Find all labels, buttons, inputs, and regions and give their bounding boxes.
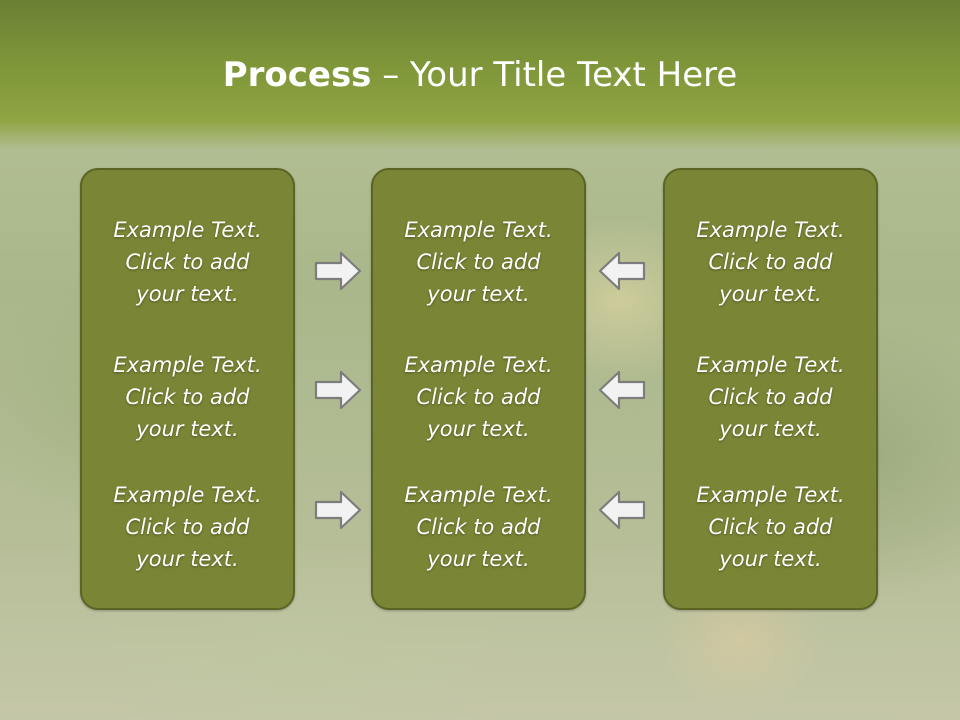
- line-3: your text.: [427, 417, 530, 441]
- line-2: Click to add: [125, 250, 250, 274]
- text-block[interactable]: Example Text. Click to add your text.: [373, 214, 584, 310]
- line-1: Example Text.: [113, 218, 262, 242]
- line-3: your text.: [427, 282, 530, 306]
- center-process-box[interactable]: Example Text. Click to add your text. Ex…: [371, 168, 586, 610]
- line-2: Click to add: [416, 515, 541, 539]
- title-bar: [0, 0, 960, 150]
- right-process-box[interactable]: Example Text. Click to add your text. Ex…: [663, 168, 878, 610]
- line-1: Example Text.: [696, 218, 845, 242]
- line-2: Click to add: [416, 385, 541, 409]
- line-2: Click to add: [125, 385, 250, 409]
- line-1: Example Text.: [696, 353, 845, 377]
- line-1: Example Text.: [113, 353, 262, 377]
- line-3: your text.: [719, 417, 822, 441]
- line-1: Example Text.: [404, 218, 553, 242]
- right-arrow-icon: [314, 490, 362, 530]
- line-2: Click to add: [708, 515, 833, 539]
- text-block[interactable]: Example Text. Click to add your text.: [665, 349, 876, 445]
- text-block[interactable]: Example Text. Click to add your text.: [373, 349, 584, 445]
- line-3: your text.: [136, 547, 239, 571]
- line-2: Click to add: [416, 250, 541, 274]
- line-1: Example Text.: [113, 483, 262, 507]
- line-1: Example Text.: [696, 483, 845, 507]
- text-block[interactable]: Example Text. Click to add your text.: [665, 214, 876, 310]
- text-block[interactable]: Example Text. Click to add your text.: [665, 479, 876, 575]
- right-arrow-icon: [314, 370, 362, 410]
- line-3: your text.: [719, 547, 822, 571]
- title-bold: Process: [222, 55, 372, 95]
- line-3: your text.: [427, 547, 530, 571]
- text-block[interactable]: Example Text. Click to add your text.: [82, 349, 293, 445]
- line-1: Example Text.: [404, 353, 553, 377]
- line-3: your text.: [719, 282, 822, 306]
- line-1: Example Text.: [404, 483, 553, 507]
- right-arrow-icon: [314, 251, 362, 291]
- line-2: Click to add: [125, 515, 250, 539]
- line-2: Click to add: [708, 250, 833, 274]
- text-block[interactable]: Example Text. Click to add your text.: [373, 479, 584, 575]
- text-block[interactable]: Example Text. Click to add your text.: [82, 479, 293, 575]
- slide-title[interactable]: Process – Your Title Text Here: [0, 52, 960, 98]
- left-arrow-icon: [598, 370, 646, 410]
- left-arrow-icon: [598, 490, 646, 530]
- line-2: Click to add: [708, 385, 833, 409]
- text-block[interactable]: Example Text. Click to add your text.: [82, 214, 293, 310]
- title-rest: – Your Title Text Here: [371, 55, 738, 95]
- line-3: your text.: [136, 417, 239, 441]
- left-arrow-icon: [598, 251, 646, 291]
- left-process-box[interactable]: Example Text. Click to add your text. Ex…: [80, 168, 295, 610]
- line-3: your text.: [136, 282, 239, 306]
